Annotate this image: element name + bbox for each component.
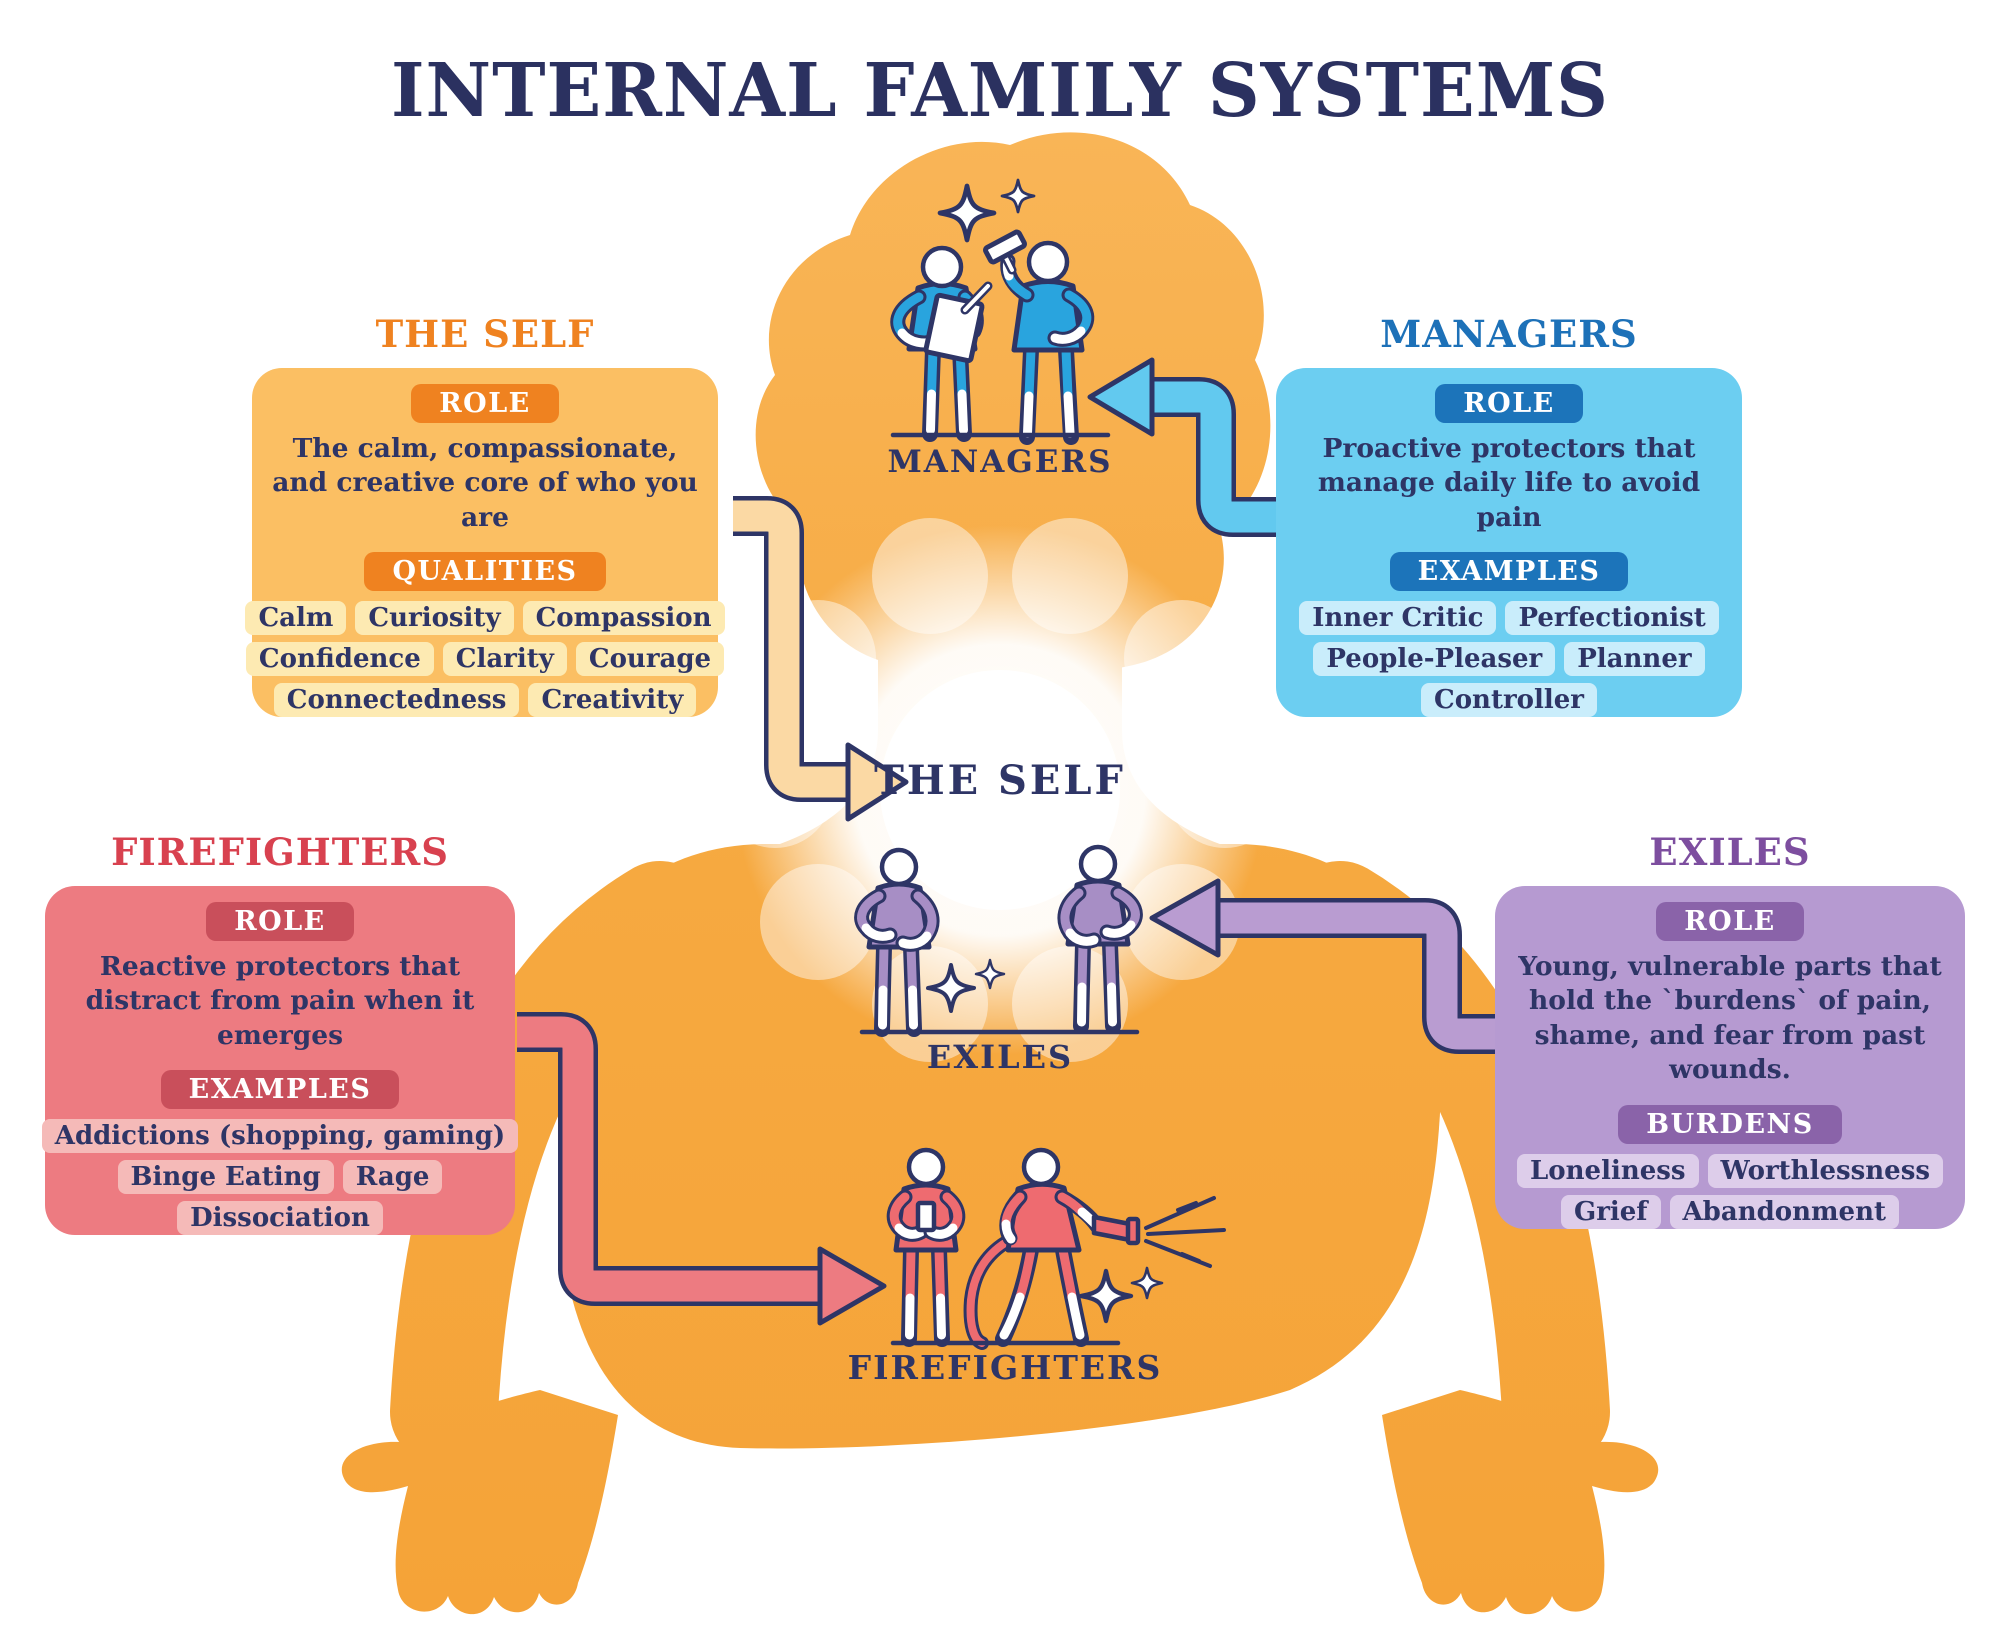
clipboard-icon	[923, 281, 993, 364]
firefighters-figures	[886, 1147, 1226, 1350]
exiles-panel-box: ROLE Young, vulnerable parts that hold t…	[1495, 886, 1965, 1229]
firefighters-panel: FIREFIGHTERS ROLE Reactive protectors th…	[41, 830, 519, 1236]
hose-nozzle-icon	[1091, 1196, 1226, 1268]
example-chip: People-Pleaser	[1313, 642, 1556, 677]
example-chip: Controller	[1421, 683, 1597, 718]
self-chips: Calm Curiosity Compassion Confidence Cla…	[245, 601, 725, 718]
right-arm-shape	[1286, 861, 1610, 1466]
managers-figures	[890, 178, 1111, 445]
example-chip: Planner	[1564, 642, 1705, 677]
burdens-badge: BURDENS	[1618, 1104, 1842, 1144]
quality-chip: Compassion	[522, 601, 725, 636]
managers-chips: Inner Critic Perfectionist People-Please…	[1299, 601, 1719, 718]
sparkle-icon	[1078, 1268, 1134, 1324]
quality-chip: Curiosity	[355, 601, 514, 636]
left-hand-shape	[341, 1390, 618, 1615]
exiles-chips: Loneliness Worthlessness Grief Abandonme…	[1517, 1153, 1943, 1229]
manager-clipboard-figure	[890, 245, 993, 442]
quality-chip: Confidence	[245, 642, 434, 677]
firefighters-figure-label: FIREFIGHTERS	[847, 1348, 1163, 1387]
exiles-arrow	[1149, 878, 1495, 1054]
firefighters-chips: Addictions (shopping, gaming) Binge Eati…	[41, 1119, 519, 1236]
example-chip: Inner Critic	[1299, 601, 1497, 636]
self-panel: THE SELF ROLE The calm, compassionate, a…	[245, 312, 725, 718]
burden-chip: Loneliness	[1517, 1153, 1699, 1188]
qualities-badge: QUALITIES	[364, 552, 606, 592]
managers-role-text: Proactive protectors that manage daily l…	[1317, 433, 1701, 533]
example-chip: Rage	[342, 1160, 443, 1195]
quality-chip: Creativity	[528, 683, 697, 718]
managers-panel-box: ROLE Proactive protectors that manage da…	[1276, 368, 1742, 718]
gavel-icon	[983, 229, 1027, 275]
exile-figure	[1057, 844, 1143, 1034]
example-chip: Binge Eating	[117, 1160, 334, 1195]
firefighter-phone-figure	[886, 1147, 966, 1347]
sparkle-icon	[1000, 178, 1036, 214]
burden-chip: Grief	[1560, 1194, 1661, 1229]
managers-figure-label: MANAGERS	[887, 444, 1113, 480]
example-chip: Addictions (shopping, gaming)	[41, 1119, 519, 1154]
exile-figure	[854, 847, 940, 1037]
firefighters-panel-header: FIREFIGHTERS	[111, 830, 449, 874]
examples-badge: EXAMPLES	[160, 1070, 400, 1110]
examples-badge: EXAMPLES	[1389, 552, 1629, 592]
quality-chip: Calm	[245, 601, 347, 636]
exiles-panel-header: EXILES	[1649, 830, 1811, 874]
quality-chip: Clarity	[442, 642, 567, 677]
firefighters-role-text: Reactive protectors that distract from p…	[85, 951, 475, 1051]
quality-chip: Courage	[575, 642, 725, 677]
firefighters-arrow	[517, 1012, 887, 1326]
managers-panel: MANAGERS ROLE Proactive protectors that …	[1276, 312, 1742, 718]
role-badge: ROLE	[206, 902, 354, 941]
role-badge: ROLE	[411, 384, 559, 423]
role-badge: ROLE	[1656, 902, 1804, 941]
sparkle-icon	[1130, 1266, 1164, 1300]
firefighters-panel-box: ROLE Reactive protectors that distract f…	[41, 886, 519, 1236]
example-chip: Perfectionist	[1505, 601, 1719, 636]
self-arrow	[733, 496, 909, 822]
burden-chip: Worthlessness	[1707, 1153, 1943, 1188]
self-figure-label: THE SELF	[874, 757, 1126, 804]
manager-gavel-figure	[983, 229, 1095, 445]
self-role-text: The calm, compassionate, and creative co…	[272, 433, 698, 533]
hose-icon	[963, 1233, 1017, 1350]
phone-icon	[915, 1200, 937, 1233]
managers-arrow	[1087, 357, 1276, 537]
role-badge: ROLE	[1435, 384, 1583, 423]
self-panel-box: ROLE The calm, compassionate, and creati…	[245, 368, 725, 718]
head-shape	[755, 132, 1271, 675]
managers-panel-header: MANAGERS	[1380, 312, 1638, 356]
page-title: INTERNAL FAMILY SYSTEMS	[391, 48, 1609, 134]
sparkle-icon	[925, 962, 977, 1014]
sparkle-icon	[974, 958, 1006, 990]
right-hand-shape	[1382, 1390, 1659, 1615]
exiles-figure-label: EXILES	[926, 1038, 1074, 1076]
firefighter-hose-figure	[963, 1147, 1226, 1350]
self-panel-header: THE SELF	[375, 312, 595, 356]
spray-lines-icon	[1144, 1196, 1226, 1268]
exiles-panel: EXILES ROLE Young, vulnerable parts that…	[1495, 830, 1965, 1229]
exiles-role-text: Young, vulnerable parts that hold the `b…	[1518, 951, 1942, 1086]
exiles-figures	[854, 844, 1143, 1037]
burden-chip: Abandonment	[1669, 1194, 1899, 1229]
quality-chip: Connectedness	[273, 683, 520, 718]
sparkle-icon	[937, 183, 997, 243]
example-chip: Dissociation	[177, 1201, 383, 1236]
